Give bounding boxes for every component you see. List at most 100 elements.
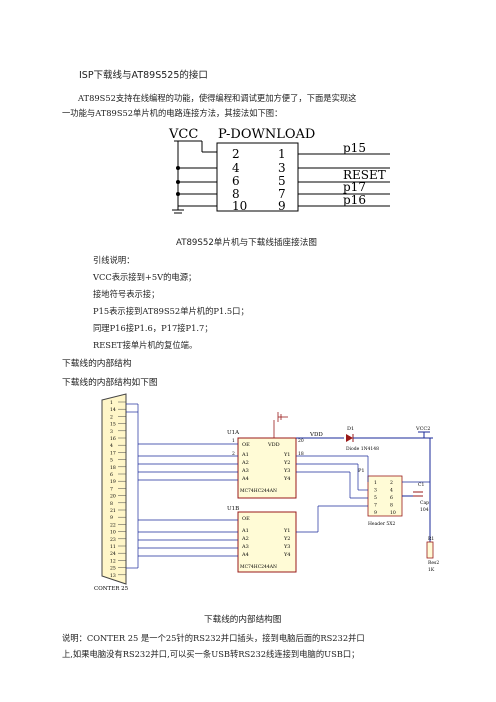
diode-part: Diode 1N4148 [346,446,379,452]
left-pin: 8 [232,187,240,201]
db25-pin-number: 11 [110,544,116,550]
left-pin: 4 [232,161,240,175]
db25-pin-number: 12 [110,558,116,564]
res-value: 1K [428,567,435,573]
db25-pin-number: 5 [110,458,113,464]
u1b-y1: Y1 [283,528,290,534]
db25-pin-number: 22 [110,522,116,528]
note-line: VCC表示接到+5V的电源； [93,272,197,282]
cap-label: Cap [420,500,429,506]
internal-structure-schematic: 1142153164175186197208219221023112412251… [94,393,439,592]
header-pin-number: 5 [374,495,377,501]
header-pin-number: 2 [390,480,393,486]
u1b-label: U1B [227,506,239,512]
u1a-oe: OE [242,442,250,448]
resistor-r1 [426,541,434,559]
header-pin-number: 6 [390,495,393,501]
header-pin-number: 4 [390,488,393,494]
u1b-a2: A2 [241,536,249,542]
figure-1-caption: AT89S52单片机与下载线插座接法图 [176,238,317,248]
right-pin: 3 [278,161,286,175]
u1a-part: MC74HC244AN [240,488,277,494]
figure-2-caption: 下载线的内部结构图 [204,615,282,625]
u1a-a3: A3 [241,468,249,474]
res-label: Res2 [428,560,439,566]
signal-p16: p16 [343,193,366,207]
desc-line-1: 说明：CONTER 25 是一个25针的RS232并口插头，接到电脑后面的RS2… [62,633,365,643]
connector-label: CONTER 25 [94,586,129,592]
header-pin-number: 10 [390,510,396,516]
r1-label: R1 [428,536,434,542]
db25-pin-number: 16 [110,436,116,442]
u1b-a4: A4 [241,552,249,558]
u1a-vdd: VDD [267,442,280,448]
u1b-y3: Y3 [283,544,290,550]
db25-pin-number: 9 [110,515,113,521]
intro-line-1: AT89S52支持在线编程的功能，使得编程和调试更加方便了，下面是实现这 [78,93,357,103]
cap-value: 104 [420,507,429,513]
u1a-y4: Y4 [283,476,290,482]
db25-pin-number: 6 [110,472,113,478]
pin-number: 20 [298,438,304,444]
db25-connector [101,393,127,585]
db25-pin-number: 20 [110,494,116,500]
header-label: Header 5X2 [368,521,395,527]
u1a-a2: A2 [241,460,249,466]
note-line: 接地符号表示接； [93,289,160,299]
db25-pin-number: 14 [110,407,116,413]
u1a-y1: Y1 [283,452,290,458]
u1a-label: U1A [227,430,240,436]
notes-title: 引线说明： [93,255,135,265]
right-pin: 7 [278,187,286,201]
isp-heading: ISP下载线与AT89S525的接口 [79,70,208,81]
db25-pin-number: 1 [110,400,113,406]
left-pin: 2 [232,147,240,161]
left-pin: 10 [232,199,247,213]
db25-pin-number: 21 [110,508,116,514]
db25-pin-number: 2 [110,414,113,420]
header-pin-number: 9 [374,510,377,516]
u1a-a1: A1 [241,452,249,458]
right-pin: 9 [278,199,286,213]
pin-number: 2 [232,451,235,457]
connector-body [216,142,299,212]
u1a-y3: Y3 [283,468,290,474]
d1-label: D1 [347,426,354,432]
right-pin: 5 [278,174,286,188]
db25-pin-number: 24 [110,551,116,557]
u1a-y2: Y2 [283,460,290,466]
u1b-oe: OE [242,516,250,522]
db25-pin-number: 18 [110,465,116,471]
note-line: RESET接单片机的复位端。 [93,340,198,350]
header-pin-number: 8 [390,503,393,509]
note-line: P15表示接到AT89S52单片机的P1.5口； [93,306,249,316]
u1b-y2: Y2 [283,536,290,542]
db25-pin-number: 15 [110,422,116,428]
bus-wires [126,403,430,569]
db25-pin-number: 25 [110,566,116,572]
intro-line-2: 一功能与AT89S52单片机的电路连接方法，其接法如下图： [62,108,283,118]
u1b-y4: Y4 [283,552,290,558]
u1b-a1: A1 [241,528,249,534]
db25-pin-number: 13 [110,573,116,579]
db25-pin-number: 23 [110,537,116,543]
pin-number: 18 [298,451,304,457]
signal-p17: p17 [343,180,366,194]
note-line: 同理P16接P1.6，P17接P1.7； [93,323,213,333]
db25-pin-number: 17 [110,450,116,456]
ic-u1b [237,511,297,573]
db25-pin-number: 8 [110,501,113,507]
header-5x2 [367,475,403,517]
download-connector-diagram: VCC P-DOWNLOAD 2 4 6 8 10 1 3 5 7 9 p15 … [168,127,390,214]
header-pin-number: 1 [374,480,377,486]
db25-pin-number: 19 [110,479,116,485]
u1a-a4: A4 [241,476,249,482]
signal-reset: RESET [343,168,386,182]
diode-symbol [346,434,353,442]
p-download-title: P-DOWNLOAD [218,127,315,142]
vdd-label: VDD [309,432,323,438]
db25-pin-number: 7 [110,486,113,492]
pin-number: 1 [232,438,235,444]
c1-label: C1 [418,482,424,488]
db25-pin-number: 3 [110,429,113,435]
